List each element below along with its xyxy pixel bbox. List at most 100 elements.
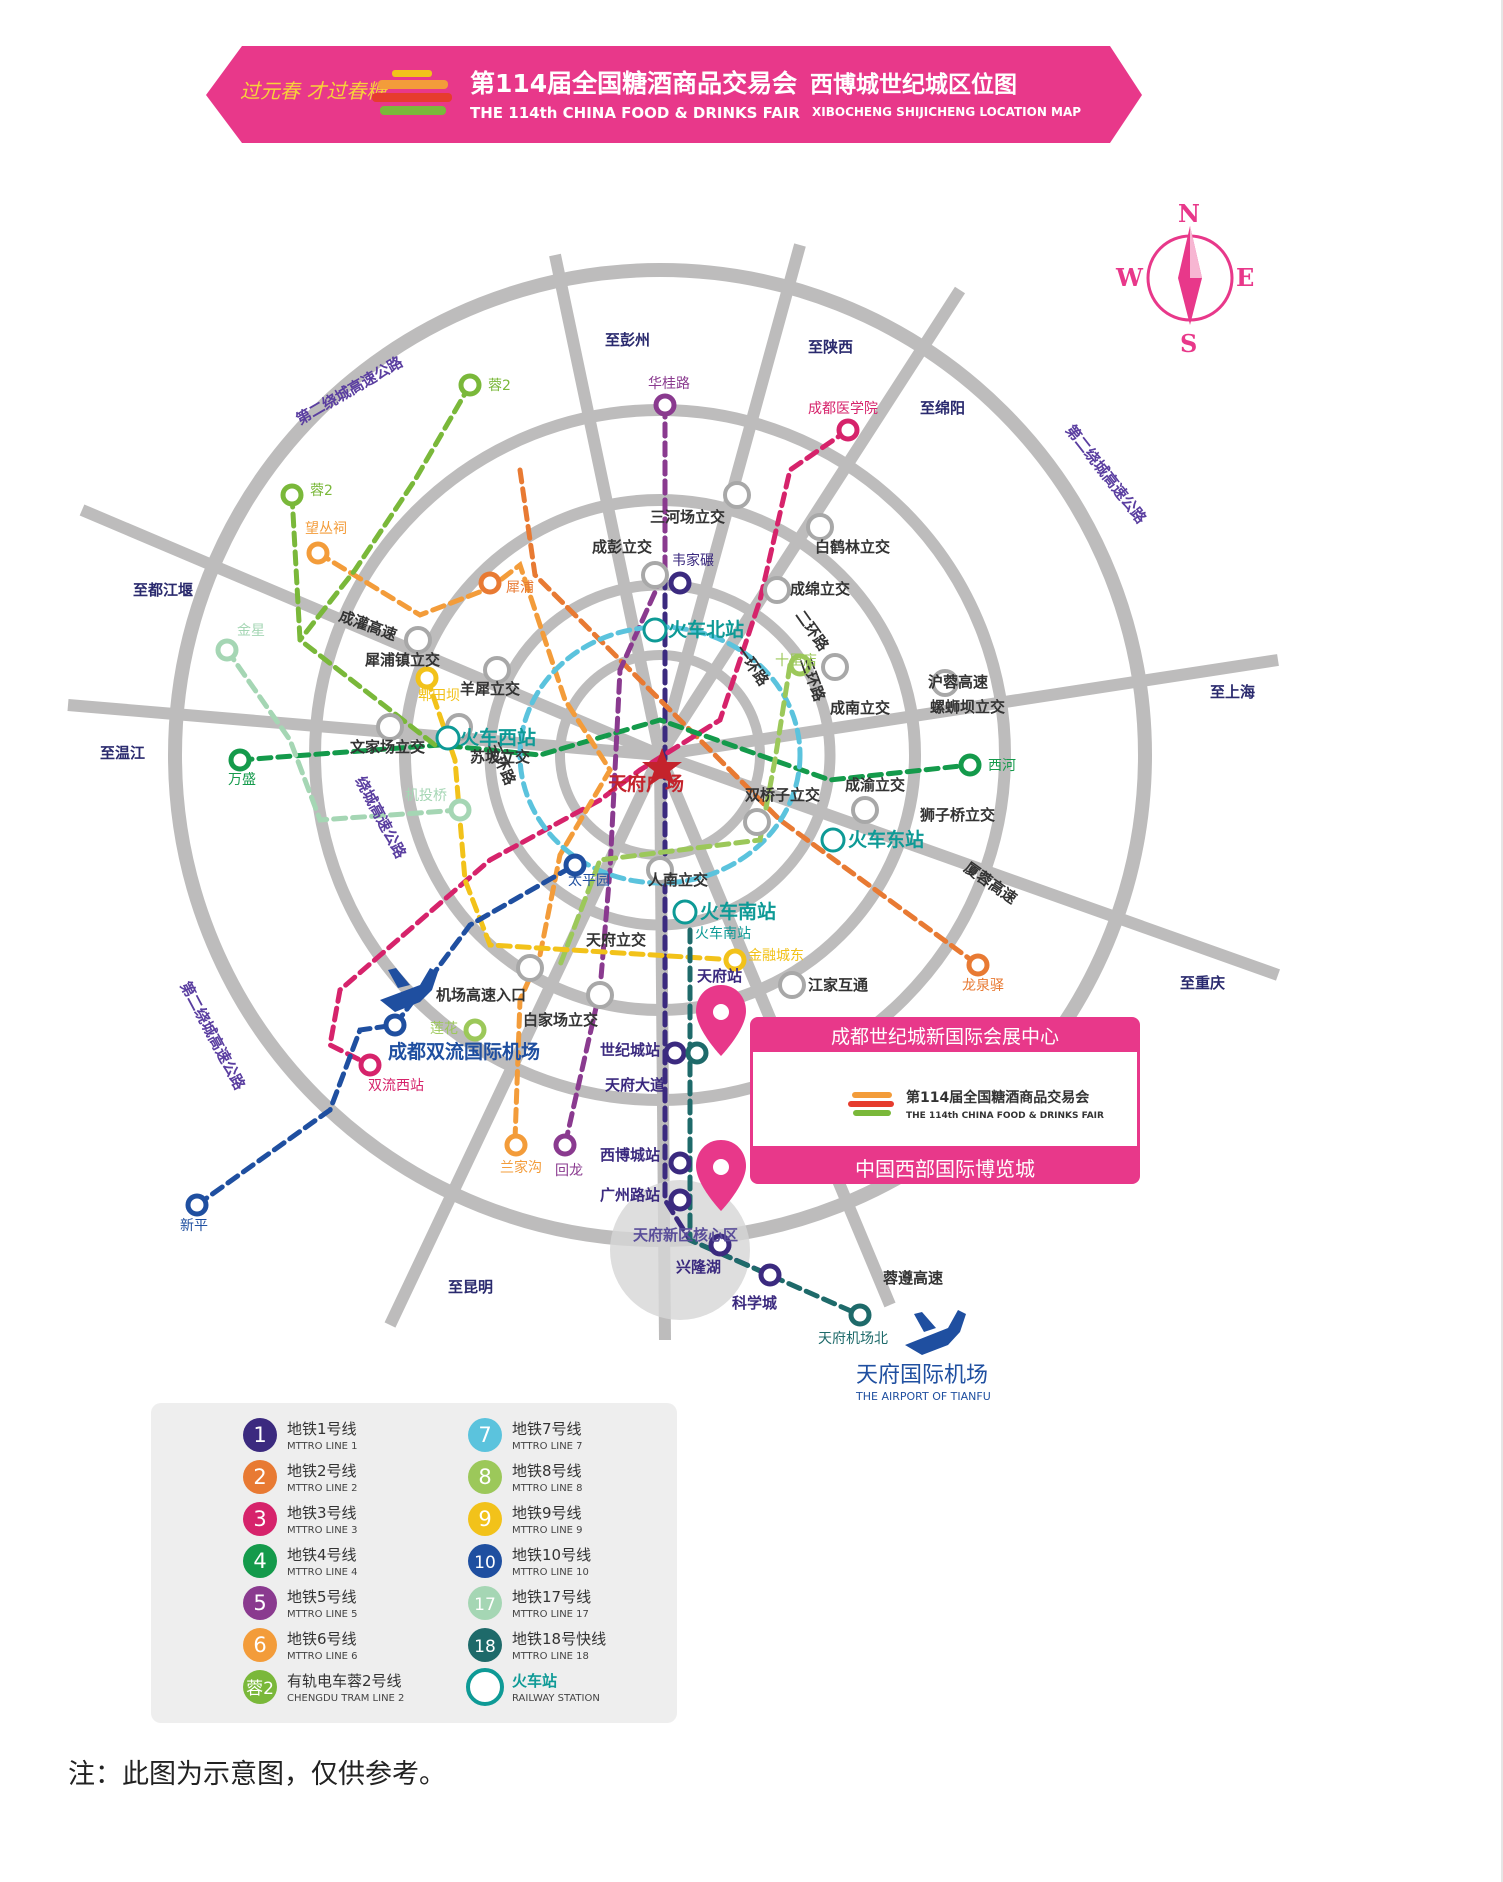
compass-w: W [1115, 263, 1144, 292]
interchange-label: 三河场立交 [650, 508, 725, 526]
legend-label-en: MTTRO LINE 7 [512, 1441, 583, 1452]
legend-label-cn: 地铁7号线 [512, 1420, 582, 1438]
station-label: 西博城站 [600, 1146, 660, 1164]
road-chongqing [657, 749, 1281, 981]
station-label: 天府大道 [605, 1076, 665, 1094]
railway-station-label: 火车东站 [848, 828, 924, 851]
legend-badge-text: 5 [253, 1591, 266, 1615]
legend-badge [468, 1418, 502, 1452]
interchange-label: 双桥子立交 [745, 786, 820, 804]
legend-label-cn: 地铁17号线 [512, 1588, 591, 1606]
interchange-label: 狮子桥立交 [919, 806, 995, 824]
station-label: 成都医学院 [808, 401, 878, 417]
airplane-icon-shuangliu [380, 968, 438, 1012]
station-label: 蓉2 [488, 378, 511, 394]
interchange-label: 羊犀立交 [460, 680, 520, 698]
legend-label-cn: 地铁18号快线 [512, 1630, 606, 1648]
venue-logo-icon [848, 1092, 894, 1116]
compass-e: E [1236, 263, 1254, 292]
legend-item: 7 地铁7号线 MTTRO LINE 7 [468, 1418, 583, 1452]
legend-label-en: MTTRO LINE 18 [512, 1651, 589, 1662]
line-3 [327, 427, 851, 1068]
direction-label: 至彭州 [605, 331, 650, 349]
banner-slogan: 过元春 才过春糖 [240, 79, 389, 103]
station-label: 西河 [988, 758, 1016, 774]
legend-label-en: MTTRO LINE 1 [287, 1441, 358, 1452]
venue-inner [753, 1052, 1137, 1146]
station-label: 莲花 [430, 1021, 458, 1037]
center-star-icon [642, 748, 682, 786]
legend-label-cn: 地铁10号线 [512, 1546, 591, 1564]
station-label: 机投桥 [405, 788, 447, 804]
railway-station-label: 火车南站 [700, 900, 776, 923]
legend-badge-text: 1 [253, 1423, 266, 1447]
legend-badge-text: 9 [478, 1507, 491, 1531]
legend-label-en: MTTRO LINE 3 [287, 1525, 358, 1536]
direction-label: 至都江堰 [133, 581, 193, 599]
railway-station-label: 火车西站 [460, 726, 536, 749]
legend-badge-text: 10 [474, 1553, 496, 1573]
map-pin-icon [696, 985, 746, 1056]
legend-badge [243, 1628, 277, 1662]
direction-label: 至昆明 [448, 1278, 493, 1296]
legend-badge [243, 1418, 277, 1452]
legend-badge [243, 1460, 277, 1494]
legend-badge-text: 4 [253, 1549, 266, 1573]
railway-station-label: 火车北站 [668, 618, 744, 641]
station-label: 金星 [237, 623, 265, 639]
legend-badge [468, 1628, 502, 1662]
legend-panel [151, 1403, 677, 1723]
venue-callout: 成都世纪城新国际会展中心 中国西部国际博览城 第114届全国糖酒商品交易会 TH… [696, 985, 1140, 1211]
station-label: 天府站 [697, 967, 742, 985]
legend-label-en: MTTRO LINE 5 [287, 1609, 358, 1620]
road-label: 沪蓉高速 [928, 673, 988, 691]
railway-icon-south [672, 899, 698, 925]
legend-badge [468, 1460, 502, 1494]
legend-badge [243, 1670, 277, 1704]
interchange-label: 天府立交 [586, 931, 646, 949]
line-4 [237, 717, 973, 783]
road-label: 成灌高速 [337, 607, 400, 644]
legend-label-cn: 地铁6号线 [287, 1630, 357, 1648]
venue-fair-cn: 第114届全国糖酒商品交易会 [906, 1089, 1090, 1106]
compass-rose-icon: N S E W [1115, 199, 1254, 358]
legend-label-cn: 地铁5号线 [287, 1588, 357, 1606]
station-label: 世纪城站 [600, 1041, 660, 1059]
legend-label-en: RAILWAY STATION [512, 1693, 600, 1704]
interchange-nodes [376, 481, 959, 1009]
header-banner: 过元春 才过春糖 第114届全国糖酒商品交易会 THE 114th CHINA … [206, 46, 1142, 143]
station-label: 韦家碾 [672, 552, 714, 569]
legend-badge-text: 6 [253, 1633, 266, 1657]
interchange-label: 白家场立交 [523, 1011, 598, 1029]
railway-icon-north [642, 617, 668, 643]
banner-map-title-en: XIBOCHENG SHIJICHENG LOCATION MAP [812, 105, 1081, 119]
footnote: 注：此图为示意图，仅供参考。 [68, 1759, 446, 1790]
venue-top-title: 成都世纪城新国际会展中心 [831, 1026, 1059, 1048]
legend-badge [243, 1544, 277, 1578]
station-label: 郫田坝 [418, 688, 460, 704]
road-label: 第二绕城高速公路 [293, 352, 407, 428]
metro-lines [194, 382, 981, 1318]
interchange-label: 文家场立交 [350, 738, 425, 756]
legend-badge-text: 17 [474, 1595, 496, 1615]
banner-map-title-cn: 西博城世纪城区位图 [810, 71, 1017, 98]
interchange-label: 白鹤林立交 [815, 538, 890, 556]
legend-badge-text: 7 [478, 1423, 491, 1447]
tram-2a [297, 382, 473, 643]
legend-label-cn: 地铁3号线 [287, 1504, 357, 1522]
railway-station-icons [435, 617, 846, 925]
station-label: 犀浦 [506, 580, 534, 596]
legend-badge-text: 2 [253, 1465, 266, 1489]
airport-tianfu-label: 天府国际机场 [856, 1363, 988, 1388]
station-label: 望丛祠 [305, 521, 347, 537]
airport-tianfu-en-label: THE AIRPORT OF TIANFU [855, 1390, 991, 1403]
